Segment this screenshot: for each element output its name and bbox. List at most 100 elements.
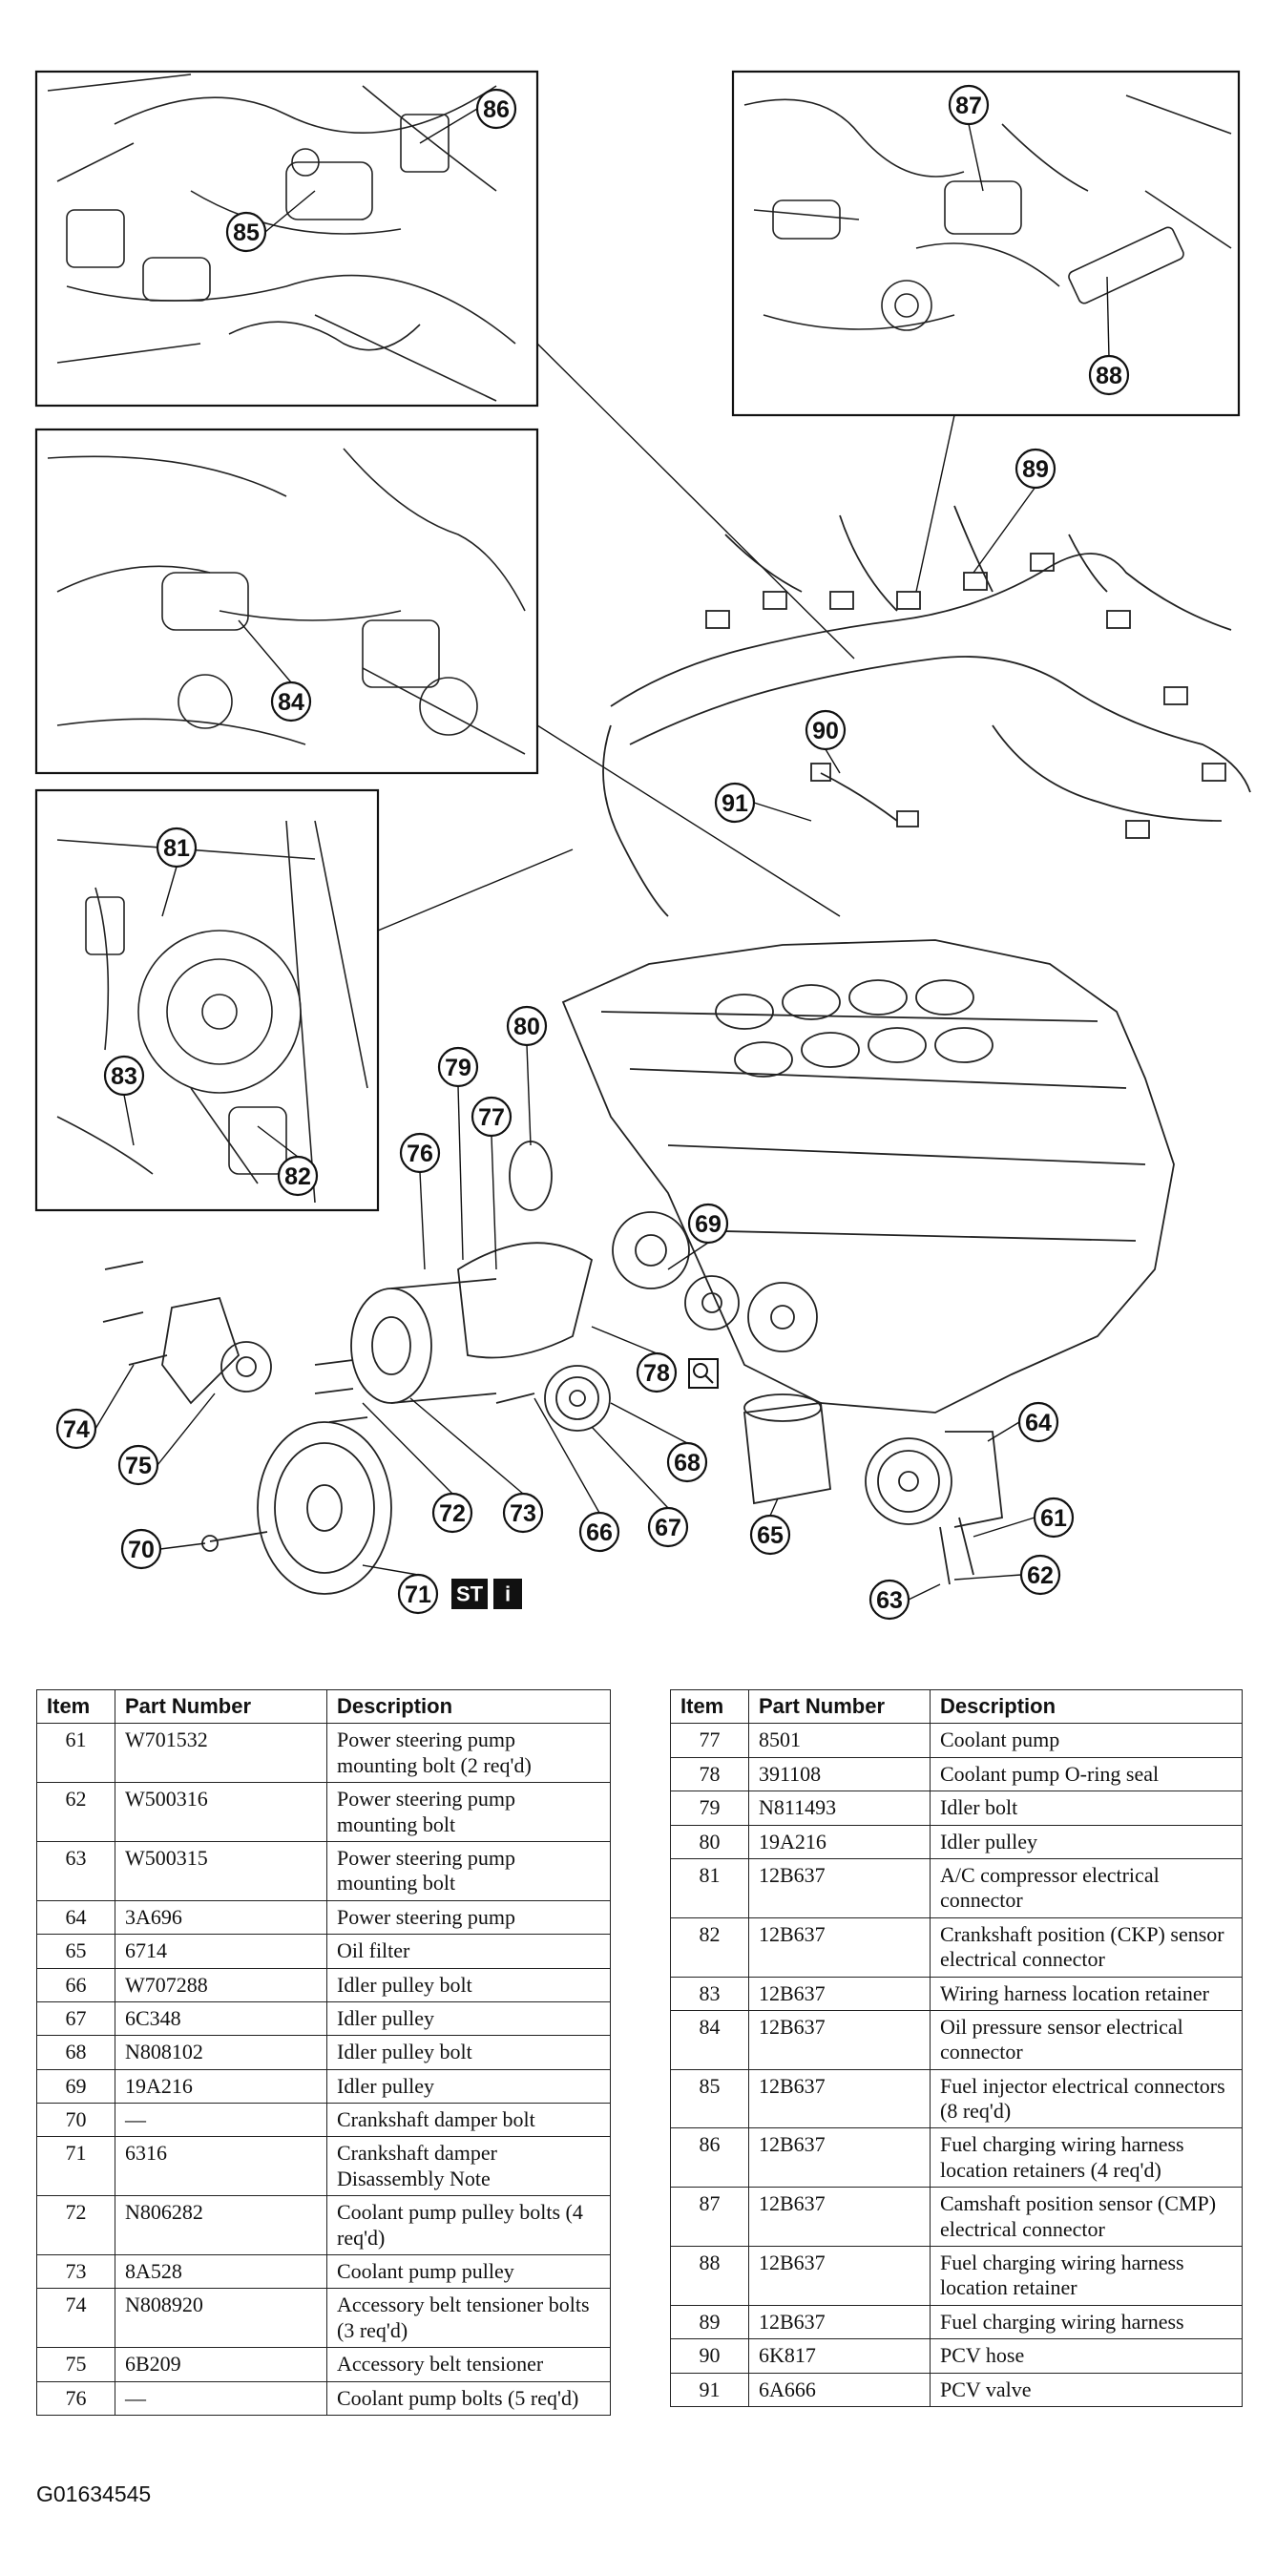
callout-circle (805, 709, 847, 751)
callout-number: 81 (163, 835, 190, 862)
callout-circle (156, 827, 198, 869)
callout-circle (1015, 448, 1056, 490)
part-number-cell: W500316 (115, 1782, 327, 1842)
part-number-cell: 6C348 (115, 2000, 327, 2037)
item-cell: 65 (36, 1934, 115, 1969)
callout-circle (502, 1492, 544, 1534)
item-cell: 82 (670, 1916, 749, 1978)
callout-84: 84 (270, 681, 312, 723)
part-number-cell: — (115, 2103, 327, 2138)
callout-66: 66 (578, 1511, 620, 1553)
callout-number: 80 (513, 1014, 540, 1040)
item-cell: 70 (36, 2103, 115, 2138)
part-number-cell: W701532 (115, 1723, 327, 1784)
inset-middle-left (34, 428, 539, 775)
item-cell: 77 (670, 1723, 749, 1758)
callout-number: 69 (695, 1211, 722, 1238)
item-cell: 89 (670, 2304, 749, 2340)
callout-circle (471, 1096, 512, 1138)
description-cell: Coolant pump bolts (5 req'd) (326, 2380, 611, 2416)
header-description: Description (930, 1688, 1243, 1725)
callout-number: 63 (876, 1587, 903, 1614)
callout-number: 74 (63, 1416, 90, 1443)
callout-circle (120, 1528, 162, 1570)
callout-76: 76 (399, 1132, 441, 1174)
callout-number: 82 (284, 1163, 311, 1190)
callout-circle (578, 1511, 620, 1553)
callout-number: 76 (407, 1141, 433, 1167)
item-cell: 84 (670, 2009, 749, 2070)
callout-61: 61 (1033, 1497, 1075, 1539)
callout-circle (1019, 1554, 1061, 1596)
callout-87: 87 (948, 84, 990, 126)
callout-69: 69 (687, 1203, 729, 1245)
callout-circle (270, 681, 312, 723)
callout-number: 66 (586, 1519, 613, 1546)
callout-65: 65 (749, 1514, 791, 1556)
callout-62: 62 (1019, 1554, 1061, 1596)
part-number-cell: 8501 (748, 1723, 931, 1758)
part-number-cell: N808102 (115, 2035, 327, 2070)
callout-91: 91 (714, 782, 756, 824)
table-header-row: Item Part Number Description (36, 1688, 611, 1725)
item-cell: 80 (670, 1824, 749, 1859)
part-number-cell: 19A216 (748, 1824, 931, 1859)
header-item: Item (36, 1688, 115, 1725)
callout-circle (117, 1444, 159, 1486)
part-number-cell: 6316 (115, 2136, 327, 2197)
callout-circle (399, 1132, 441, 1174)
part-number-cell: 6A666 (748, 2372, 931, 2407)
item-cell: 88 (670, 2246, 749, 2306)
callout-88: 88 (1088, 354, 1130, 396)
callout-circle (431, 1492, 473, 1534)
item-cell: 91 (670, 2372, 749, 2407)
item-cell: 64 (36, 1899, 115, 1936)
callout-number: 86 (483, 96, 510, 123)
callout-number: 79 (445, 1055, 471, 1081)
description-cell: Crankshaft damper bolt (326, 2103, 611, 2138)
description-cell: Accessory belt tensioner (326, 2347, 611, 2382)
part-number-cell: 12B637 (748, 2009, 931, 2070)
table-row: 76—Coolant pump bolts (5 req'd) (36, 2380, 611, 2416)
header-item: Item (670, 1688, 749, 1725)
info-icon (493, 1579, 522, 1609)
part-number-cell: 8A528 (115, 2254, 327, 2290)
part-number-cell: W707288 (115, 1967, 327, 2002)
item-cell: 62 (36, 1782, 115, 1842)
part-number-cell: W500315 (115, 1840, 327, 1901)
callout-circle (647, 1506, 689, 1548)
description-cell: A/C compressor electrical connector (930, 1857, 1243, 1918)
callout-90: 90 (805, 709, 847, 751)
part-number-cell: 6714 (115, 1934, 327, 1969)
part-number-cell: 6B209 (115, 2347, 327, 2382)
callout-circle (948, 84, 990, 126)
callout-number: 75 (125, 1453, 152, 1479)
callout-number: 85 (233, 220, 260, 246)
description-cell: Fuel injector electrical connectors (8 r… (930, 2068, 1243, 2129)
callout-86: 86 (475, 88, 517, 130)
callout-circle (103, 1055, 145, 1097)
callout-74: 74 (55, 1408, 97, 1450)
callout-number: 61 (1040, 1505, 1067, 1532)
part-number-cell: 12B637 (748, 1976, 931, 2011)
callout-68: 68 (666, 1441, 708, 1483)
part-number-cell: 12B637 (748, 1916, 931, 1978)
item-cell: 75 (36, 2347, 115, 2382)
callout-number: 64 (1025, 1410, 1052, 1436)
description-cell: Crankshaft position (CKP) sensor electri… (930, 1916, 1243, 1978)
callout-circle (397, 1573, 439, 1615)
callout-circle (666, 1441, 708, 1483)
callout-number: 91 (722, 790, 748, 817)
callout-number: 83 (111, 1063, 137, 1090)
